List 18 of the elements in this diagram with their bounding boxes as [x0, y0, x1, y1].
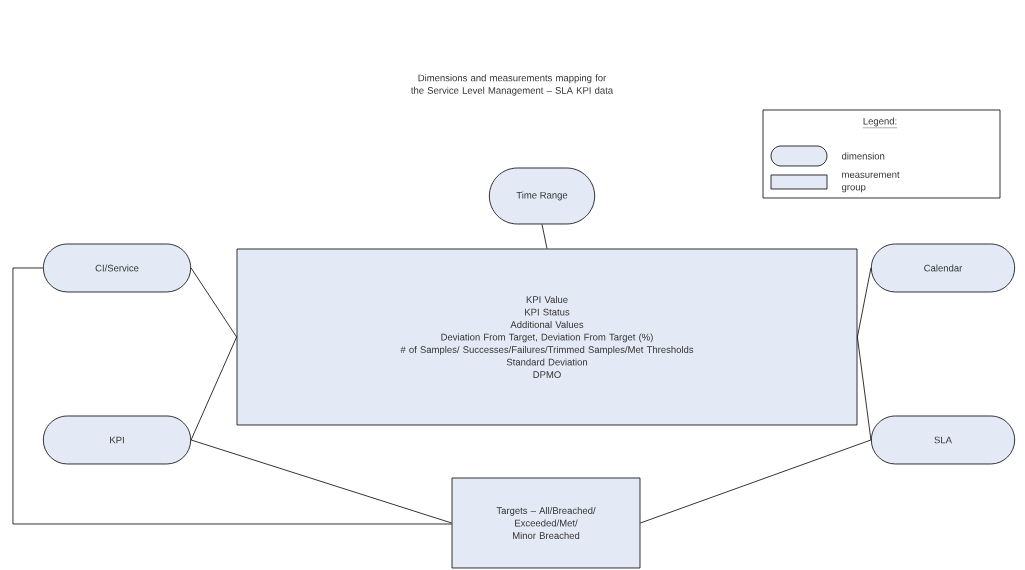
dimension-pill: SLA — [870, 415, 1016, 465]
dimension-pill: Time Range — [488, 167, 596, 225]
dimension-pill: CI/Service — [42, 243, 192, 293]
legend-heading: Legend: — [862, 117, 898, 128]
connector-line — [640, 439, 872, 524]
legend-text: dimension — [841, 152, 885, 160]
connector-line — [190, 439, 452, 524]
dimension-pill: Calendar — [870, 243, 1016, 293]
legend-text: measurement group — [841, 171, 900, 193]
connector-line — [541, 224, 548, 249]
dimension-pill: KPI — [42, 415, 192, 465]
measurement-box: Targets – All/Breached/ Exceeded/Met/ Minor Breached — [451, 477, 641, 569]
title: Dimensions and measurements mapping for the Service Level Management – SLA KPI data — [411, 74, 614, 96]
connector-line — [190, 267, 237, 338]
connector-line — [12, 267, 452, 525]
connector-line — [857, 336, 872, 441]
measurement-box: KPI Value KPI Status Additional Values Deviation From Target, Deviation From Target (%) # of Samples/ Successes/Failures/Trimmed Samples/Met Thresholds Standard Deviation DPMO — [236, 248, 858, 426]
connector-line — [190, 336, 237, 441]
